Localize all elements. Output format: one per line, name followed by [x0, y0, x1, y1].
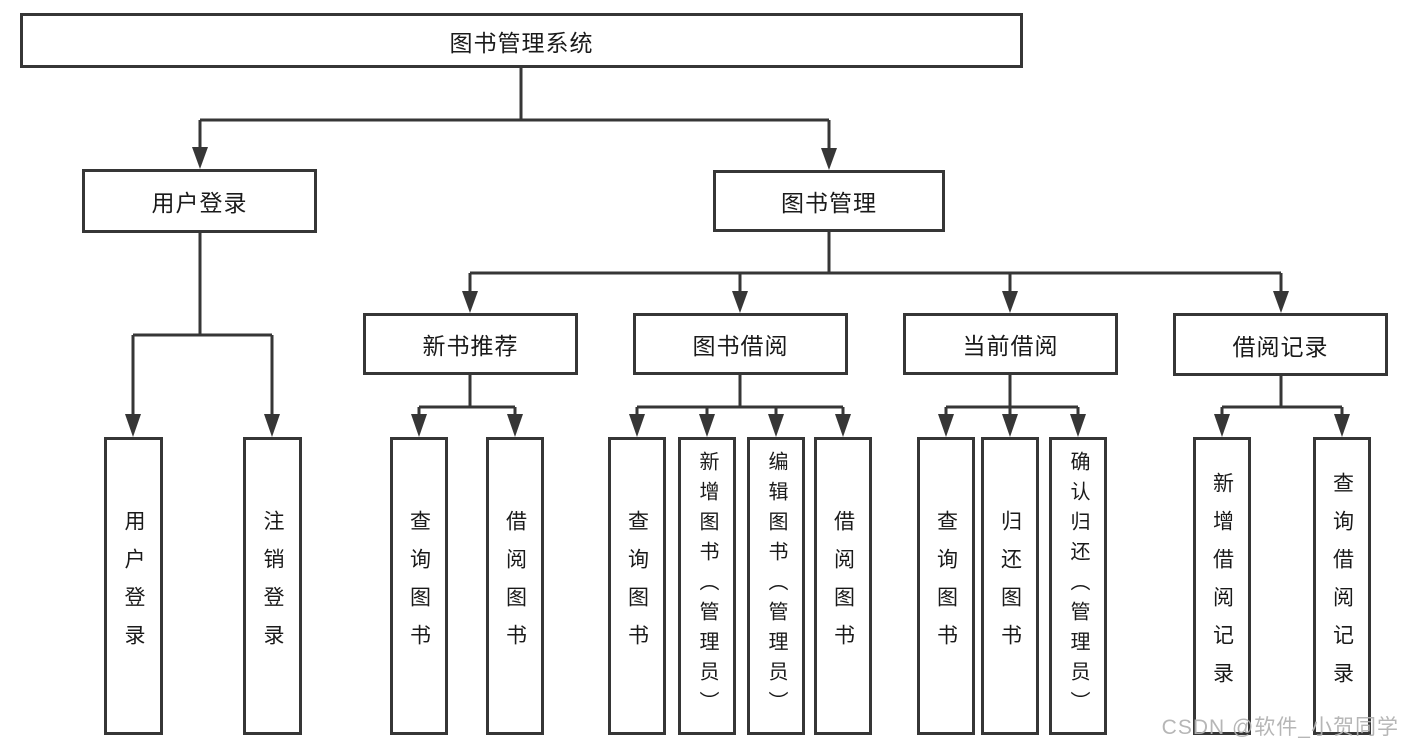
leaf-br-query-record: 查询借阅记录 [1313, 437, 1371, 735]
leaf-br-add-record: 新增借阅记录 [1193, 437, 1251, 735]
leaf-nb-borrow-books: 借阅图书 [486, 437, 544, 735]
leaf-label: 编辑图书（管理员） [765, 451, 787, 721]
leaf-label: 查询图书 [625, 510, 649, 662]
leaf-user-login: 用户登录 [104, 437, 163, 735]
leaf-label: 用户登录 [122, 510, 145, 662]
leaf-cb-return-books: 归还图书 [981, 437, 1039, 735]
node-label: 图书借阅 [692, 333, 789, 359]
watermark-text: CSDN @软件_小贺同学 [1161, 716, 1399, 739]
leaf-bb-add-books-admin: 新增图书（管理员） [678, 437, 736, 735]
leaf-logout: 注销登录 [243, 437, 302, 735]
leaf-cb-confirm-return-admin: 确认归还（管理员） [1049, 437, 1107, 735]
leaf-bb-query-books: 查询图书 [608, 437, 666, 735]
leaf-label: 查询图书 [934, 510, 958, 662]
node-label: 借阅记录 [1232, 333, 1329, 360]
node-label: 新书推荐 [422, 333, 519, 359]
leaf-label: 新增借阅记录 [1210, 472, 1234, 700]
node-borrow-records: 借阅记录 [1173, 313, 1388, 376]
leaf-label: 借阅图书 [503, 510, 527, 662]
node-current-borrow: 当前借阅 [903, 313, 1118, 375]
leaf-bb-edit-books-admin: 编辑图书（管理员） [747, 437, 805, 735]
leaf-label: 借阅图书 [831, 510, 855, 662]
leaf-bb-borrow-books: 借阅图书 [814, 437, 872, 735]
node-user-login: 用户登录 [82, 169, 317, 233]
leaf-label: 注销登录 [261, 510, 284, 662]
leaf-label: 确认归还（管理员） [1067, 451, 1089, 721]
leaf-label: 查询图书 [407, 510, 431, 662]
arrowheads [125, 147, 1350, 437]
node-label: 当前借阅 [962, 333, 1059, 359]
node-label: 图书管理系统 [449, 29, 594, 56]
node-label: 图书管理 [781, 190, 877, 216]
leaf-label: 新增图书（管理员） [696, 451, 718, 721]
leaf-label: 归还图书 [998, 510, 1022, 662]
connector-strokes [131, 68, 1344, 421]
leaf-cb-query-books: 查询图书 [917, 437, 975, 735]
node-book-management-system: 图书管理系统 [20, 13, 1023, 68]
node-label: 用户登录 [151, 190, 248, 216]
node-book-management: 图书管理 [713, 170, 945, 232]
leaf-label: 查询借阅记录 [1330, 472, 1354, 700]
leaf-nb-query-books: 查询图书 [390, 437, 448, 735]
node-new-book-recommend: 新书推荐 [363, 313, 578, 375]
node-book-borrow: 图书借阅 [633, 313, 848, 375]
